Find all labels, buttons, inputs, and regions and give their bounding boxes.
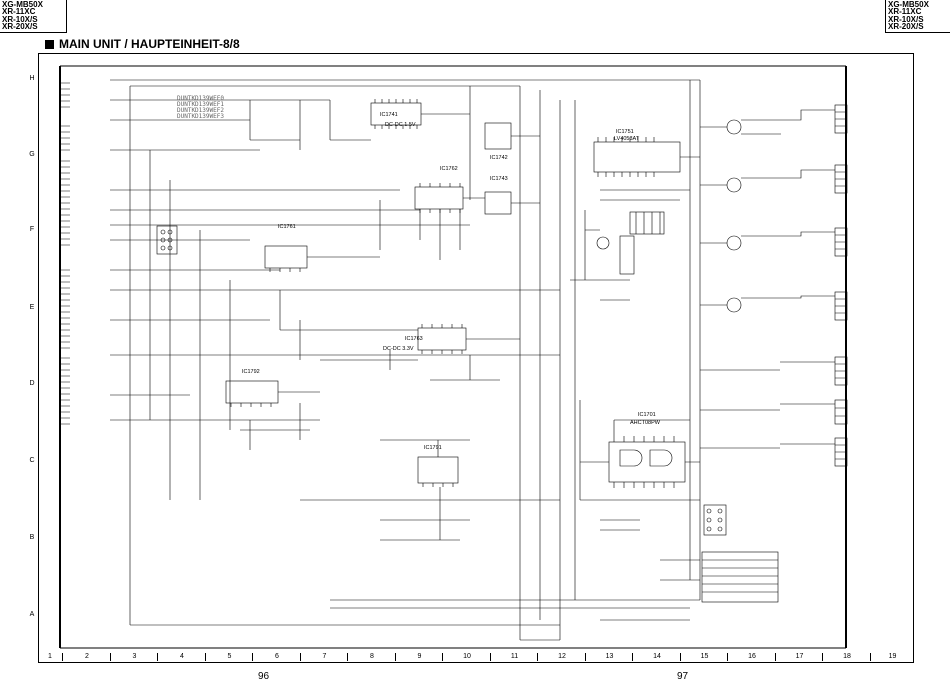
row-label: B bbox=[29, 534, 35, 541]
row-label: G bbox=[29, 151, 35, 158]
model-list-right: XG-MB50X XR-11XC XR-10X/S XR-20X/S bbox=[885, 0, 950, 33]
column-label: 19 bbox=[870, 653, 914, 661]
row-label: A bbox=[29, 611, 35, 618]
ic-label: IC1792 bbox=[242, 369, 260, 375]
column-label: 6 bbox=[252, 653, 301, 661]
column-label: 15 bbox=[680, 653, 728, 661]
part-code: DUNTKD139WEF1 bbox=[177, 101, 224, 108]
ic-label: IC1763 bbox=[405, 336, 423, 342]
model-name: XR-11XC bbox=[2, 7, 36, 17]
ic-description: DC-DC 3.3V bbox=[383, 346, 414, 352]
column-label: 17 bbox=[775, 653, 823, 661]
ic-part: LV4053AT bbox=[614, 136, 640, 142]
column-label: 4 bbox=[157, 653, 206, 661]
column-label: 13 bbox=[585, 653, 633, 661]
column-label: 7 bbox=[300, 653, 348, 661]
column-label: 14 bbox=[632, 653, 681, 661]
row-label: F bbox=[29, 226, 35, 233]
row-label: H bbox=[29, 75, 35, 82]
row-label: C bbox=[29, 457, 35, 464]
ic-part: AHCT08PW bbox=[630, 420, 661, 426]
model-name: XG-MB50X bbox=[888, 0, 929, 9]
part-code: DUNTKD139WEF3 bbox=[177, 113, 224, 120]
ic-label: IC1791 bbox=[424, 445, 442, 451]
page-number-right: 97 bbox=[677, 671, 689, 682]
ic-label: IC1761 bbox=[278, 224, 296, 230]
square-bullet-icon bbox=[45, 40, 54, 49]
ic-label: IC1701 bbox=[638, 412, 656, 418]
column-label: 2 bbox=[62, 653, 111, 661]
ic-label: IC1742 bbox=[490, 155, 508, 161]
row-label: E bbox=[29, 304, 35, 311]
ic-label: IC1743 bbox=[490, 176, 508, 182]
column-label: 10 bbox=[442, 653, 491, 661]
model-name: XR-20X/S bbox=[888, 22, 924, 32]
column-label: 3 bbox=[110, 653, 158, 661]
model-name: XG-MB50X bbox=[2, 0, 43, 9]
schematic-frame bbox=[38, 53, 914, 663]
page-number-left: 96 bbox=[258, 671, 270, 682]
ic-label: IC1741 bbox=[380, 112, 398, 118]
page-title: MAIN UNIT / HAUPTEINHEIT-8/8 bbox=[45, 37, 240, 51]
column-label: 18 bbox=[822, 653, 871, 661]
model-name: XR-10X/S bbox=[2, 14, 38, 24]
ic-description: DC-DC 1.5V bbox=[385, 122, 416, 128]
column-label: 16 bbox=[727, 653, 776, 661]
ic-label: IC1751 bbox=[616, 129, 634, 135]
ic-label: IC1762 bbox=[440, 166, 458, 172]
model-name: XR-11XC bbox=[888, 7, 922, 17]
row-label: D bbox=[29, 380, 35, 387]
column-label: 11 bbox=[490, 653, 538, 661]
column-label: 8 bbox=[347, 653, 396, 661]
column-label: 5 bbox=[205, 653, 253, 661]
part-code: DUNTKD139WEF0 bbox=[177, 95, 224, 102]
model-name: XR-10X/S bbox=[888, 14, 924, 24]
model-name: XR-20X/S bbox=[2, 22, 38, 32]
page-title-text: MAIN UNIT / HAUPTEINHEIT-8/8 bbox=[59, 37, 240, 51]
column-label: 12 bbox=[537, 653, 586, 661]
column-label: 1 bbox=[48, 653, 52, 660]
model-list-left: XG-MB50X XR-11XC XR-10X/S XR-20X/S bbox=[0, 0, 67, 33]
column-label: 9 bbox=[395, 653, 443, 661]
part-code: DUNTKD139WEF2 bbox=[177, 107, 224, 114]
